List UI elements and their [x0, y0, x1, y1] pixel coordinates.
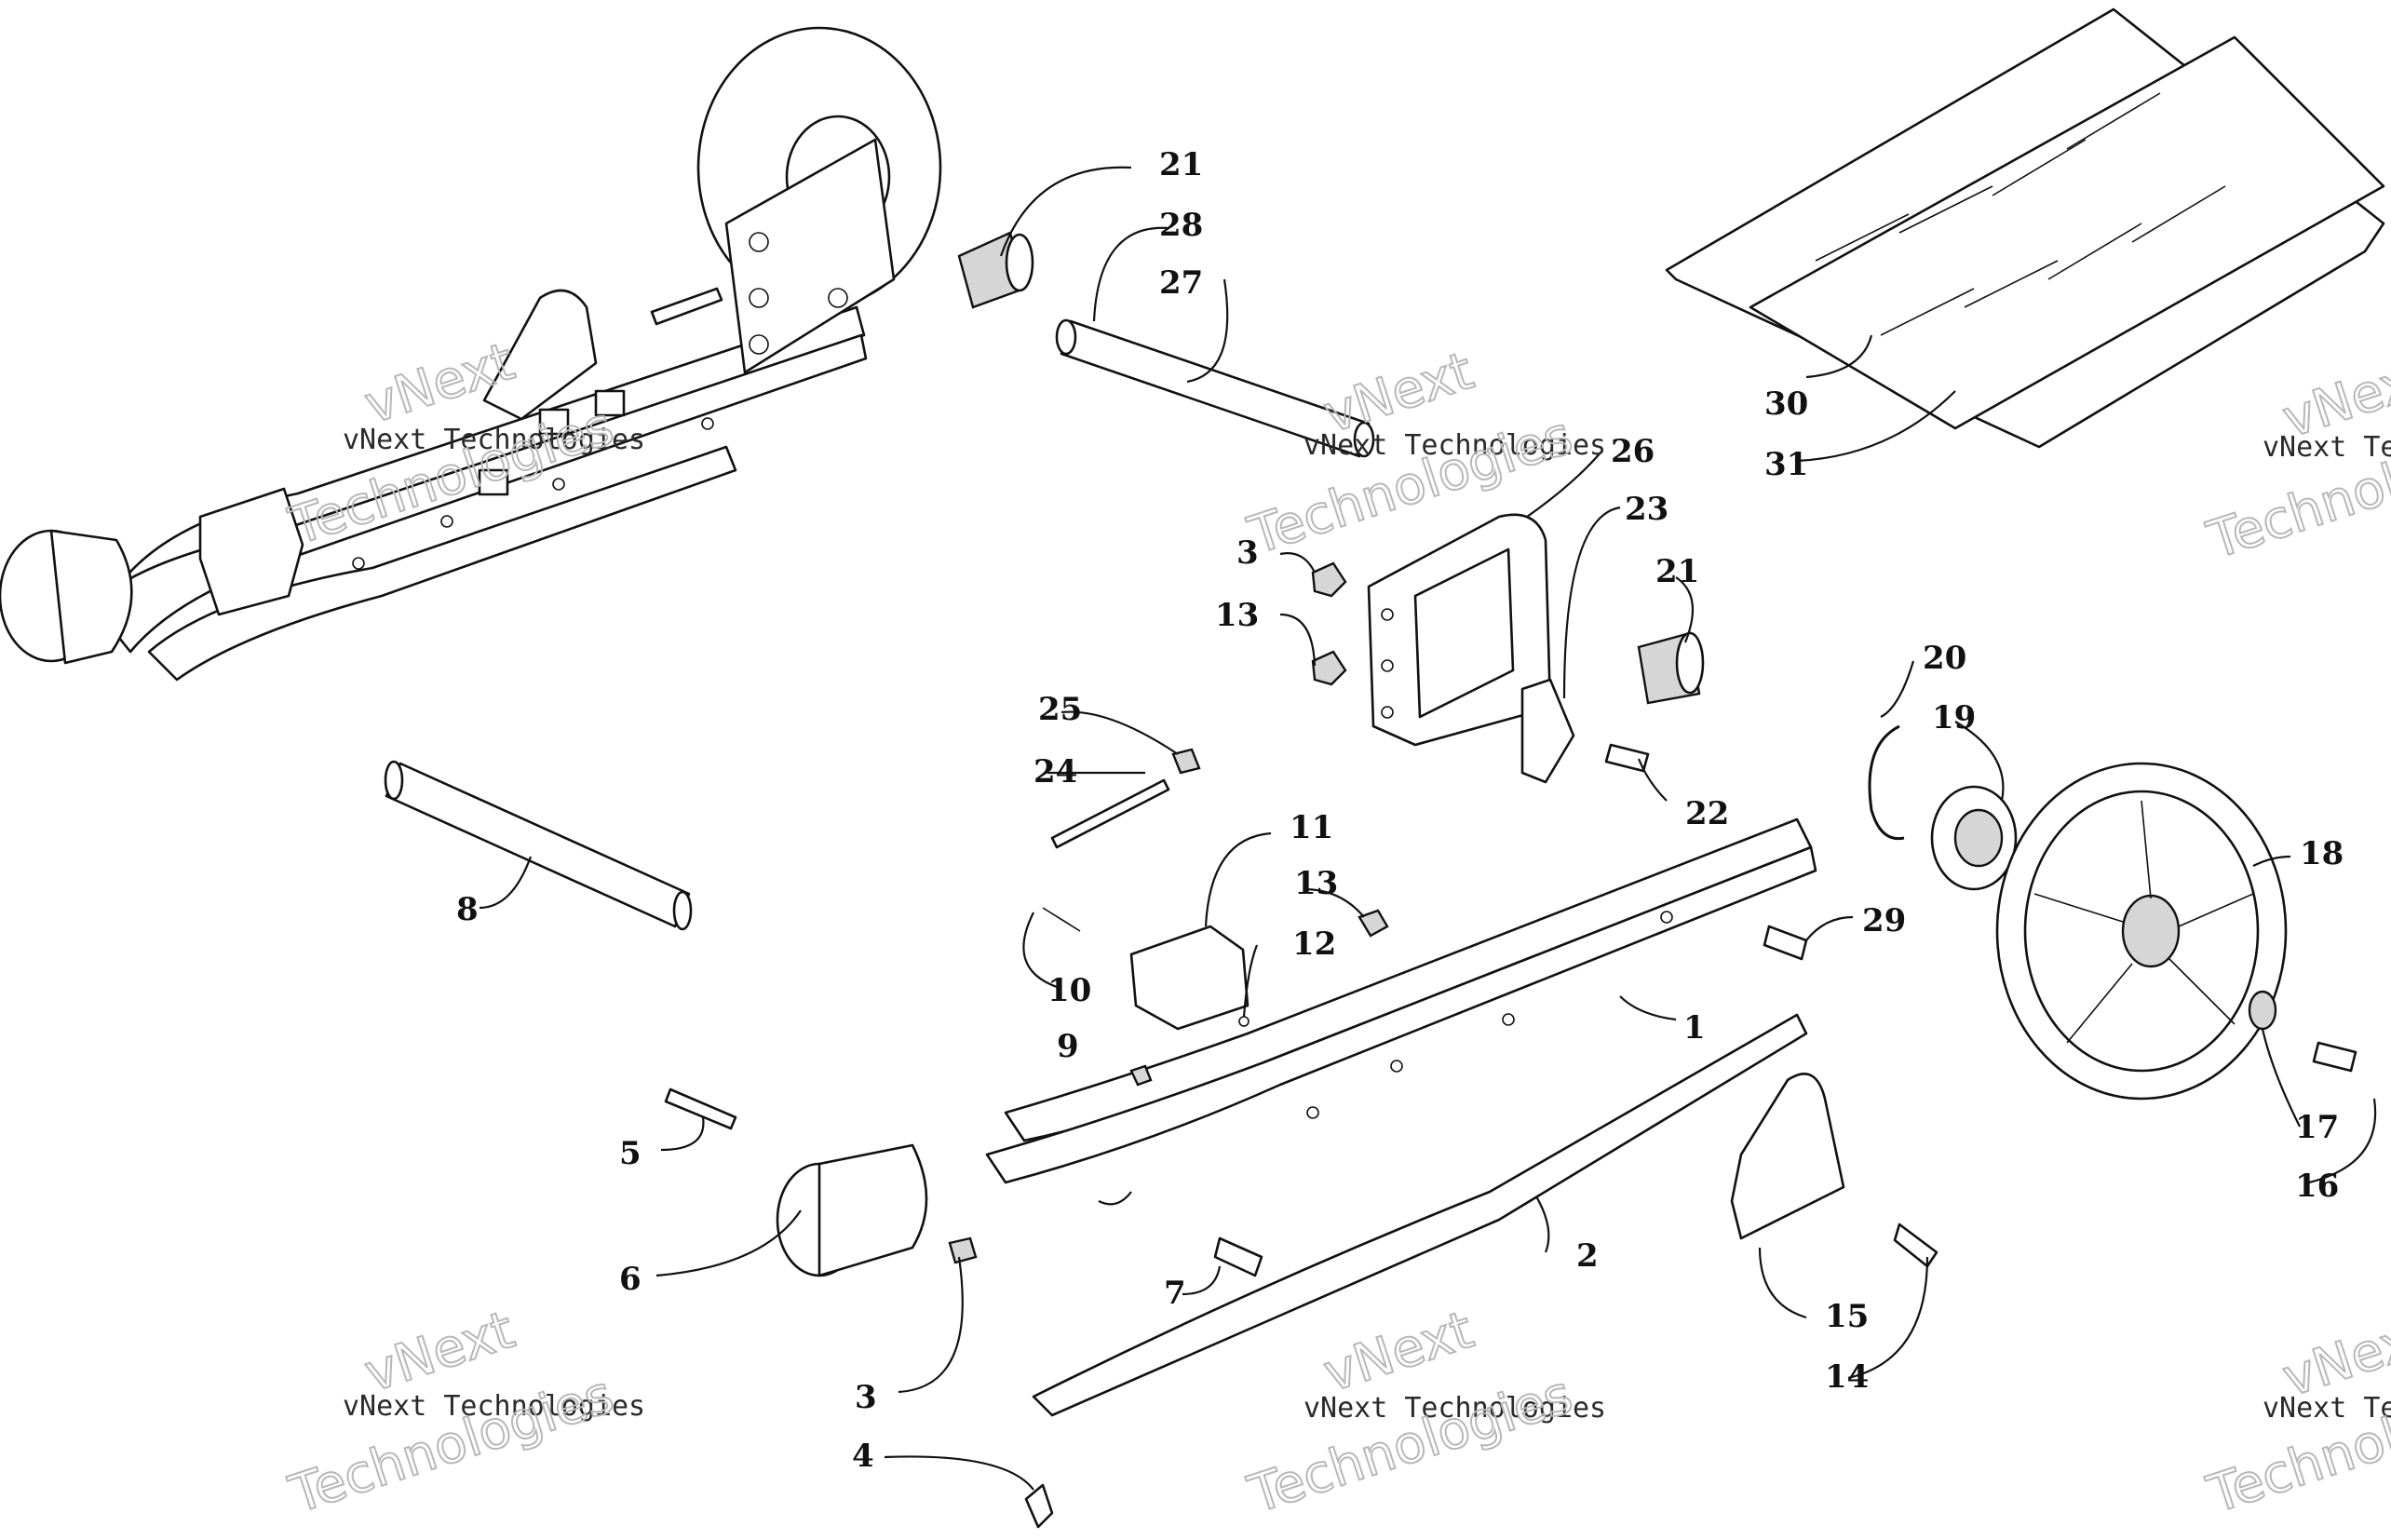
watermark-group-top-right: vNext vNext Technologies Technologies [2199, 344, 2391, 573]
washer [2248, 990, 2277, 1031]
watermark-technologies: Technologies [1241, 1364, 1579, 1525]
slide [1032, 1013, 1808, 1417]
watermark-vnext: vNext [1317, 1300, 1480, 1404]
watermark-vnext-technologies: vNext Technologies [1304, 429, 1606, 462]
watermark-vnext-technologies: vNext Technologies [343, 424, 645, 456]
callout-4: 4 [852, 1438, 874, 1475]
callout-21: 21 [1159, 146, 1203, 183]
watermark-group-bottom-left: vNext vNext Technologies Technologies [281, 1299, 645, 1527]
callout-3: 3 [855, 1379, 877, 1416]
watermark-vnext-technologies: vNext Technologies [1304, 1392, 1606, 1425]
bolt-7 [1213, 1236, 1263, 1277]
callout-8: 8 [456, 891, 479, 928]
assembled-rail-left [0, 26, 942, 682]
callout-11: 11 [1290, 809, 1333, 846]
leader-lines [479, 166, 2377, 1491]
watermark-vnext: vNext [358, 331, 521, 436]
callout-1: 1 [1683, 1009, 1706, 1047]
callout-9: 9 [1057, 1028, 1079, 1065]
callout-27: 27 [1159, 264, 1203, 302]
shaft-8 [384, 760, 693, 931]
callout-2: 2 [1576, 1237, 1599, 1275]
center-plate [1367, 513, 1552, 747]
bolt-24 [1050, 778, 1170, 849]
bushing-right [1637, 631, 1705, 705]
small-hardware [1042, 907, 1389, 1087]
bracket-15 [1730, 1073, 1845, 1240]
watermark-technologies: Technologies [282, 396, 620, 557]
retaining-ring [1868, 724, 1905, 841]
callout-20: 20 [1923, 640, 1966, 677]
callout-31: 31 [1764, 446, 1808, 483]
slider-block [1129, 925, 1250, 1031]
rail-main [985, 817, 1817, 1184]
callout-24: 24 [1033, 753, 1077, 790]
callout-23: 23 [1625, 491, 1668, 528]
nut-small [1311, 561, 1347, 686]
watermark-technologies: Technologies [282, 1364, 620, 1525]
watermark-group-top-center: vNext vNext Technologies Technologies [1240, 340, 1606, 568]
callout-28: 28 [1159, 207, 1203, 244]
watermark-vnext-technologies: vNext Technologies [2263, 1392, 2391, 1425]
callout-10: 10 [1047, 972, 1091, 1009]
bushing-upper [957, 231, 1034, 309]
nut-3 [948, 1236, 978, 1264]
callout-14: 14 [1825, 1358, 1869, 1396]
callout-15: 15 [1825, 1298, 1869, 1335]
callouts: 1 2 3 3 4 5 6 7 8 9 10 11 12 13 13 14 15… [456, 146, 2344, 1475]
bolt-5 [664, 1087, 737, 1130]
callout-22: 22 [1685, 795, 1729, 832]
callout-19: 19 [1932, 699, 1976, 736]
bearing [1930, 785, 2018, 891]
callout-18: 18 [2300, 835, 2344, 872]
watermark-vnext-technologies: vNext Technologies [343, 1390, 645, 1423]
callout-6: 6 [619, 1261, 642, 1298]
callout-12: 12 [1292, 925, 1336, 963]
watermark-group-bottom-center: vNext vNext Technologies Technologies [1240, 1299, 1606, 1527]
shaft-upper [1055, 318, 1375, 458]
callout-25: 25 [1038, 691, 1082, 728]
callout-3: 3 [1236, 534, 1259, 572]
wheel-small [776, 1143, 928, 1277]
bolt-14 [1893, 1223, 1938, 1268]
callout-30: 30 [1764, 385, 1808, 423]
watermark-group-bottom-right: vNext vNext Technologies Technologies [2199, 1304, 2391, 1527]
bolt-16 [2312, 1041, 2357, 1073]
callout-26: 26 [1611, 433, 1655, 470]
callout-5: 5 [619, 1135, 642, 1172]
callout-21: 21 [1655, 553, 1699, 590]
screw-4 [1024, 1483, 1054, 1529]
watermark-vnext-technologies: vNext Technologies [2263, 431, 2391, 464]
callout-13: 13 [1294, 865, 1338, 902]
wheel-large [1995, 762, 2288, 1101]
callout-17: 17 [2295, 1109, 2339, 1146]
bracket [1520, 678, 1575, 784]
watermark-vnext: vNext [358, 1300, 521, 1404]
bolt-29 [1763, 925, 1808, 961]
nut-25 [1171, 748, 1201, 775]
callout-16: 16 [2295, 1168, 2339, 1205]
callout-7: 7 [1164, 1275, 1186, 1312]
callout-29: 29 [1862, 902, 1906, 939]
track-section [1665, 7, 2385, 449]
callout-13: 13 [1215, 597, 1259, 634]
